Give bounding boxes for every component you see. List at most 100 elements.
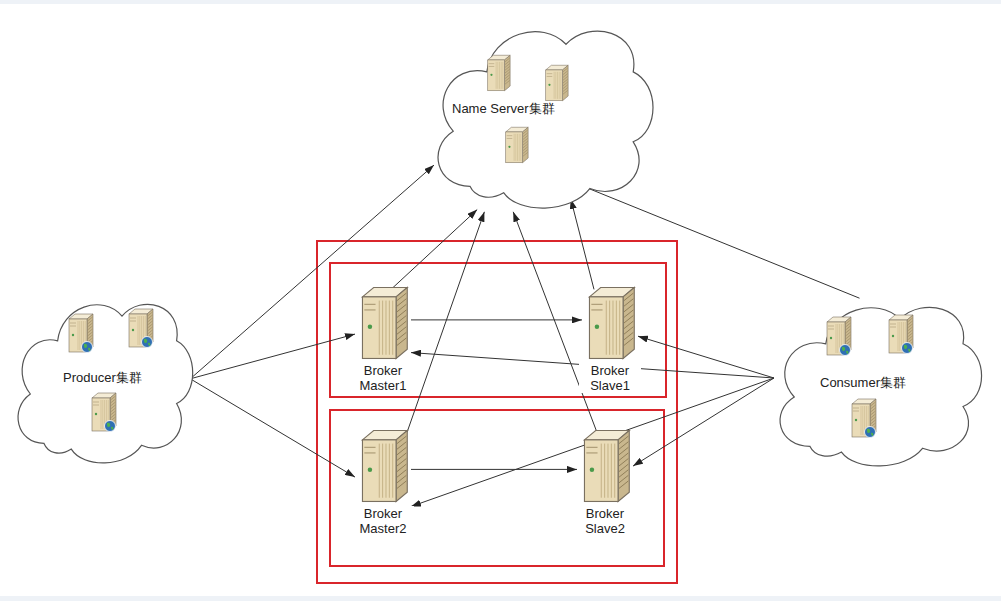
icon-part [78,321,79,350]
server-icon [502,126,530,164]
arrow-connector [638,336,774,378]
icon-part [79,321,80,350]
icon-part [618,431,629,502]
server-icon [542,64,570,102]
icon-part [499,62,500,89]
broker-label: Broker Slave1 [579,363,641,393]
icon-part [502,62,503,89]
server-icon [823,316,853,356]
broker-label: Broker Master2 [352,506,414,536]
arrow-connector [190,379,355,477]
icon-part [624,338,633,345]
icon-part [379,444,380,498]
icon-part [559,72,560,99]
icon-part [514,134,515,161]
icon-part [862,406,863,435]
icon-part [591,304,602,305]
broker-label: Broker Master1 [352,363,414,393]
icon-part [368,467,372,471]
icon-part [368,324,372,328]
icon-part [93,402,99,403]
icon-part [890,324,896,325]
icon-part [836,324,837,353]
cluster-cloud: Consumer集群 [765,283,990,473]
icon-part [861,406,862,435]
arrow-connector [571,199,594,289]
icon-part [563,90,568,94]
server-icon [65,313,95,353]
icon-part [396,431,407,502]
server-icon [577,428,633,504]
icon-part [607,444,608,498]
icon-part [397,338,406,345]
icon-part [392,444,393,498]
icon-part [382,301,383,355]
cluster-cloud: Producer集群 [5,280,200,470]
icon-part [101,400,102,429]
icon-part [505,80,510,84]
icon-part [547,76,553,77]
server-icon-holder [484,54,512,92]
cluster-label: Consumer集群 [820,375,906,390]
server-icon [582,285,638,361]
icon-part [385,444,386,498]
top-band [0,0,1001,4]
icon-part [385,301,386,355]
icon-part [397,481,406,488]
icon-part [855,419,857,421]
icon-part [130,321,136,322]
server-icon [88,392,118,432]
icon-part [362,297,396,359]
icon-part [830,337,832,339]
arrow-connector [633,378,774,466]
icon-part [490,74,492,76]
icon-part [890,327,896,328]
icon-part [555,72,556,99]
icon-part [842,347,848,354]
arrow-connector [190,334,355,379]
icon-part [780,307,982,466]
server-icon [355,285,411,361]
group-outline [330,263,666,397]
icon-part [95,413,97,415]
icon-part [389,301,390,355]
arrow-connector [578,184,860,298]
icon-part [892,335,894,337]
icon-part [519,134,520,161]
icon-part [563,65,569,100]
icon-part [497,62,498,89]
icon-part [904,345,910,352]
icon-part [902,343,913,354]
icon-part [828,326,834,327]
icon-part [584,440,618,502]
icon-part [853,408,859,409]
icon-part [899,322,900,351]
icon-part [616,301,617,355]
icon-part [362,440,396,502]
icon-part [547,73,553,74]
icon-part [840,345,851,356]
icon-part [489,63,495,64]
icon-part [70,323,76,324]
icon-part [604,444,605,498]
icon-part [506,132,523,163]
bottom-band [0,596,1001,601]
server-icon-holder [355,428,411,504]
server-icon-holder [577,428,633,504]
icon-part [138,316,139,345]
icon-part [501,62,502,89]
icon-part [898,322,899,351]
arrow-connector [411,319,582,320]
icon-part [611,444,612,498]
icon-part [590,467,594,471]
icon-part [84,344,90,351]
group-outline [330,410,664,566]
server-icon-holder [65,313,95,353]
server-icon-holder [125,308,155,348]
icon-part [93,405,99,406]
server-icon [484,54,512,92]
arrow-connector [513,212,597,433]
cluster-cloud: Name Server集群 [422,4,662,216]
